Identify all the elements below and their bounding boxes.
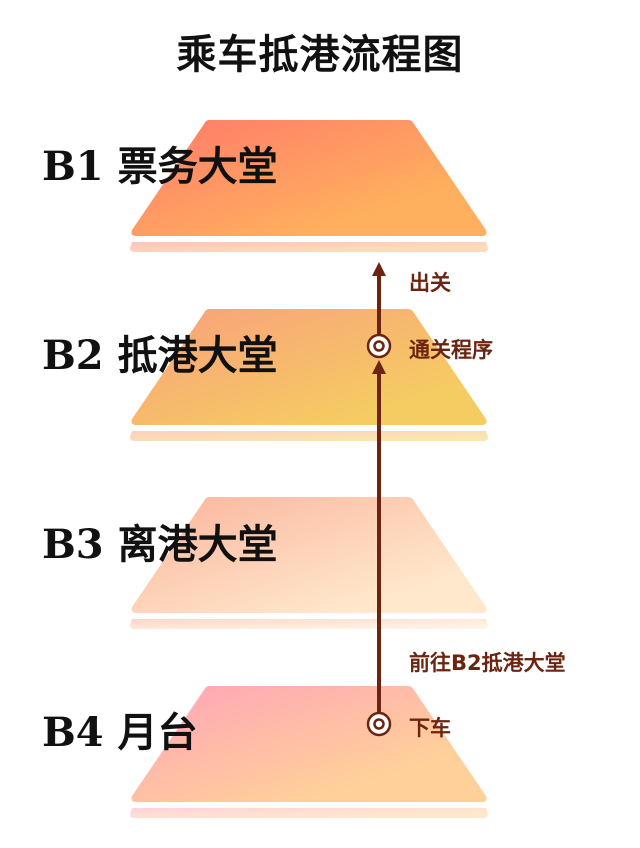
step-alight: 下车: [409, 716, 451, 740]
step-go-to-b2: 前往B2抵港大堂: [409, 651, 566, 675]
floor-code: B2: [42, 332, 104, 379]
floor-b4-layer: [130, 686, 488, 818]
node-circle-icon: [366, 333, 392, 359]
floor-label-b1: B1 票务大堂: [42, 134, 278, 192]
floor-b2-layer: [130, 309, 488, 441]
floor-code: B1: [42, 143, 104, 190]
step-customs-procedure: 通关程序: [409, 338, 493, 362]
floor-code: B3: [42, 521, 104, 568]
arrow-head-icon: [372, 262, 386, 276]
floor-label-b2: B2 抵港大堂: [42, 323, 278, 381]
floor-name: 抵港大堂: [117, 333, 278, 379]
flow-path: [366, 262, 392, 737]
floor-name: 离港大堂: [117, 522, 278, 568]
diagram-title: 乘车抵港流程图: [176, 32, 464, 78]
arrow-head-icon: [372, 360, 386, 374]
floor-code: B4: [42, 709, 104, 756]
floor-b1-layer: [130, 120, 488, 252]
node-circle-icon: [366, 711, 392, 737]
floor-b3-layer: [130, 497, 488, 629]
step-exit-customs: 出关: [409, 271, 451, 295]
floor-name: 月台: [117, 710, 198, 756]
floor-label-b4: B4 月台: [42, 700, 198, 758]
floor-label-b3: B3 离港大堂: [42, 512, 278, 570]
floor-name: 票务大堂: [117, 144, 278, 190]
